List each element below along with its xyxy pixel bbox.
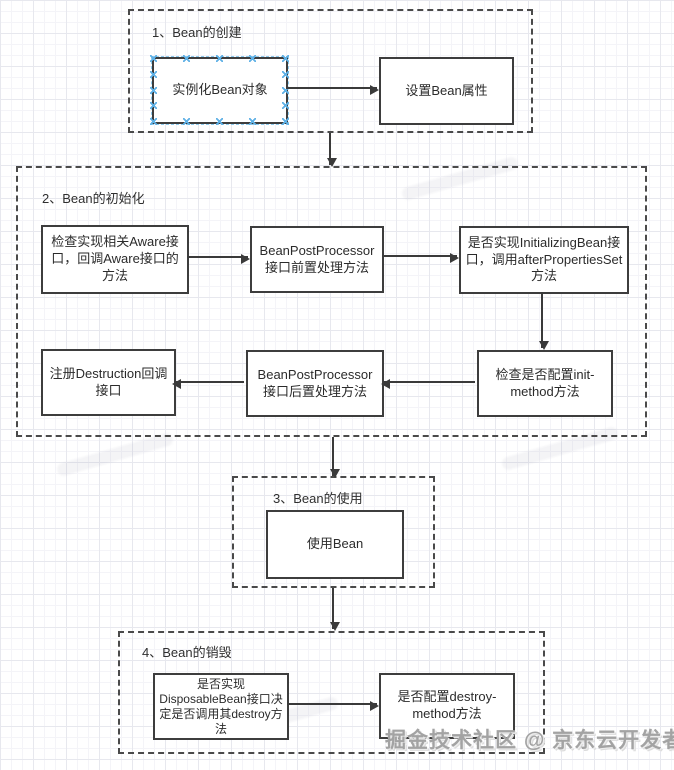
node-register-destruction-callback[interactable]: 注册Destruction回调接口 <box>41 349 176 416</box>
connector-instantiate-to-properties[interactable] <box>286 85 379 95</box>
connector-bpp-after-to-destruction-callback[interactable] <box>172 379 244 389</box>
selection-handle-icon[interactable] <box>249 55 256 62</box>
selection-handle-icon[interactable] <box>249 118 256 125</box>
node-beanpostprocessor-after-label: BeanPostProcessor接口后置处理方法 <box>257 366 373 399</box>
node-use-bean-label: 使用Bean <box>306 536 364 552</box>
selection-handle-icon[interactable] <box>150 86 157 94</box>
selection-handle-icon[interactable] <box>282 118 289 125</box>
node-init-method[interactable]: 检查是否配置init-method方法 <box>477 350 613 417</box>
selection-handle-icon[interactable] <box>183 118 190 125</box>
node-beanpostprocessor-before[interactable]: BeanPostProcessor接口前置处理方法 <box>250 226 384 293</box>
section-bean-initialization-label: 2、Bean的初始化 <box>42 191 145 206</box>
section-bean-destruction-label: 4、Bean的销毁 <box>142 645 232 660</box>
brand-watermark: 掘金技术社区 @ 京东云开发者 <box>385 729 674 752</box>
selection-handle-icon[interactable] <box>282 55 289 62</box>
connector-creation-to-initialization[interactable] <box>327 133 337 167</box>
faint-watermark <box>55 431 175 478</box>
connector-initializingbean-to-initmethod[interactable] <box>539 292 549 350</box>
node-init-method-label: 检查是否配置init-method方法 <box>495 366 595 399</box>
node-initializing-bean-label: 是否实现InitializingBean接口，调用afterProperties… <box>465 234 623 284</box>
node-disposable-bean[interactable]: 是否实现DisposableBean接口决定是否调用其destroy方法 <box>153 673 289 740</box>
selection-handle-icon[interactable] <box>282 86 289 94</box>
node-check-aware-label: 检查实现相关Aware接口，回调Aware接口的方法 <box>51 234 179 283</box>
selection-handle-icon[interactable] <box>150 118 157 125</box>
section-bean-destruction[interactable]: 4、Bean的销毁 是否实现DisposableBean接口决定是否调用其des… <box>118 631 545 754</box>
connector-initialization-to-usage[interactable] <box>330 437 340 478</box>
node-use-bean[interactable]: 使用Bean <box>266 510 404 579</box>
node-set-bean-properties-label: 设置Bean属性 <box>405 82 488 98</box>
node-set-bean-properties[interactable]: 设置Bean属性 <box>379 57 514 125</box>
connector-initmethod-to-bpp-after[interactable] <box>381 379 475 389</box>
selection-handle-icon[interactable] <box>150 70 157 78</box>
section-bean-creation[interactable]: 1、Bean的创建 实例化Bean对象 设置Bean属性 <box>128 9 533 133</box>
node-beanpostprocessor-before-label: BeanPostProcessor接口前置处理方法 <box>259 242 375 275</box>
selection-handle-icon[interactable] <box>150 55 157 62</box>
selection-handle-icon[interactable] <box>183 55 190 62</box>
connector-usage-to-destruction[interactable] <box>330 588 340 631</box>
selection-handle-icon[interactable] <box>282 102 289 110</box>
node-initializing-bean[interactable]: 是否实现InitializingBean接口，调用afterProperties… <box>459 226 629 294</box>
node-register-destruction-callback-label: 注册Destruction回调接口 <box>49 365 168 398</box>
section-bean-usage[interactable]: 3、Bean的使用 使用Bean <box>232 476 435 588</box>
node-instantiate-bean[interactable]: 实例化Bean对象 <box>150 55 289 125</box>
selection-handle-icon[interactable] <box>216 118 223 125</box>
selection-handle-icon[interactable] <box>282 70 289 78</box>
section-bean-initialization[interactable]: 2、Bean的初始化 检查实现相关Aware接口，回调Aware接口的方法 Be… <box>16 166 647 437</box>
node-beanpostprocessor-after[interactable]: BeanPostProcessor接口后置处理方法 <box>246 350 384 417</box>
node-destroy-method[interactable]: 是否配置destroy-method方法 <box>379 673 515 739</box>
node-instantiate-bean-label: 实例化Bean对象 <box>172 82 268 98</box>
selection-handle-icon[interactable] <box>216 55 223 62</box>
node-destroy-method-label: 是否配置destroy-method方法 <box>397 689 497 721</box>
connector-aware-to-bpp-before[interactable] <box>187 254 250 264</box>
connector-bpp-before-to-initializingbean[interactable] <box>382 253 459 263</box>
node-disposable-bean-label: 是否实现DisposableBean接口决定是否调用其destroy方法 <box>159 676 283 736</box>
connector-disposable-to-destroymethod[interactable] <box>287 701 379 711</box>
selection-handle-icon[interactable] <box>150 102 157 110</box>
node-check-aware[interactable]: 检查实现相关Aware接口，回调Aware接口的方法 <box>41 225 189 294</box>
section-bean-usage-label: 3、Bean的使用 <box>273 491 363 506</box>
section-bean-creation-label: 1、Bean的创建 <box>152 25 242 40</box>
